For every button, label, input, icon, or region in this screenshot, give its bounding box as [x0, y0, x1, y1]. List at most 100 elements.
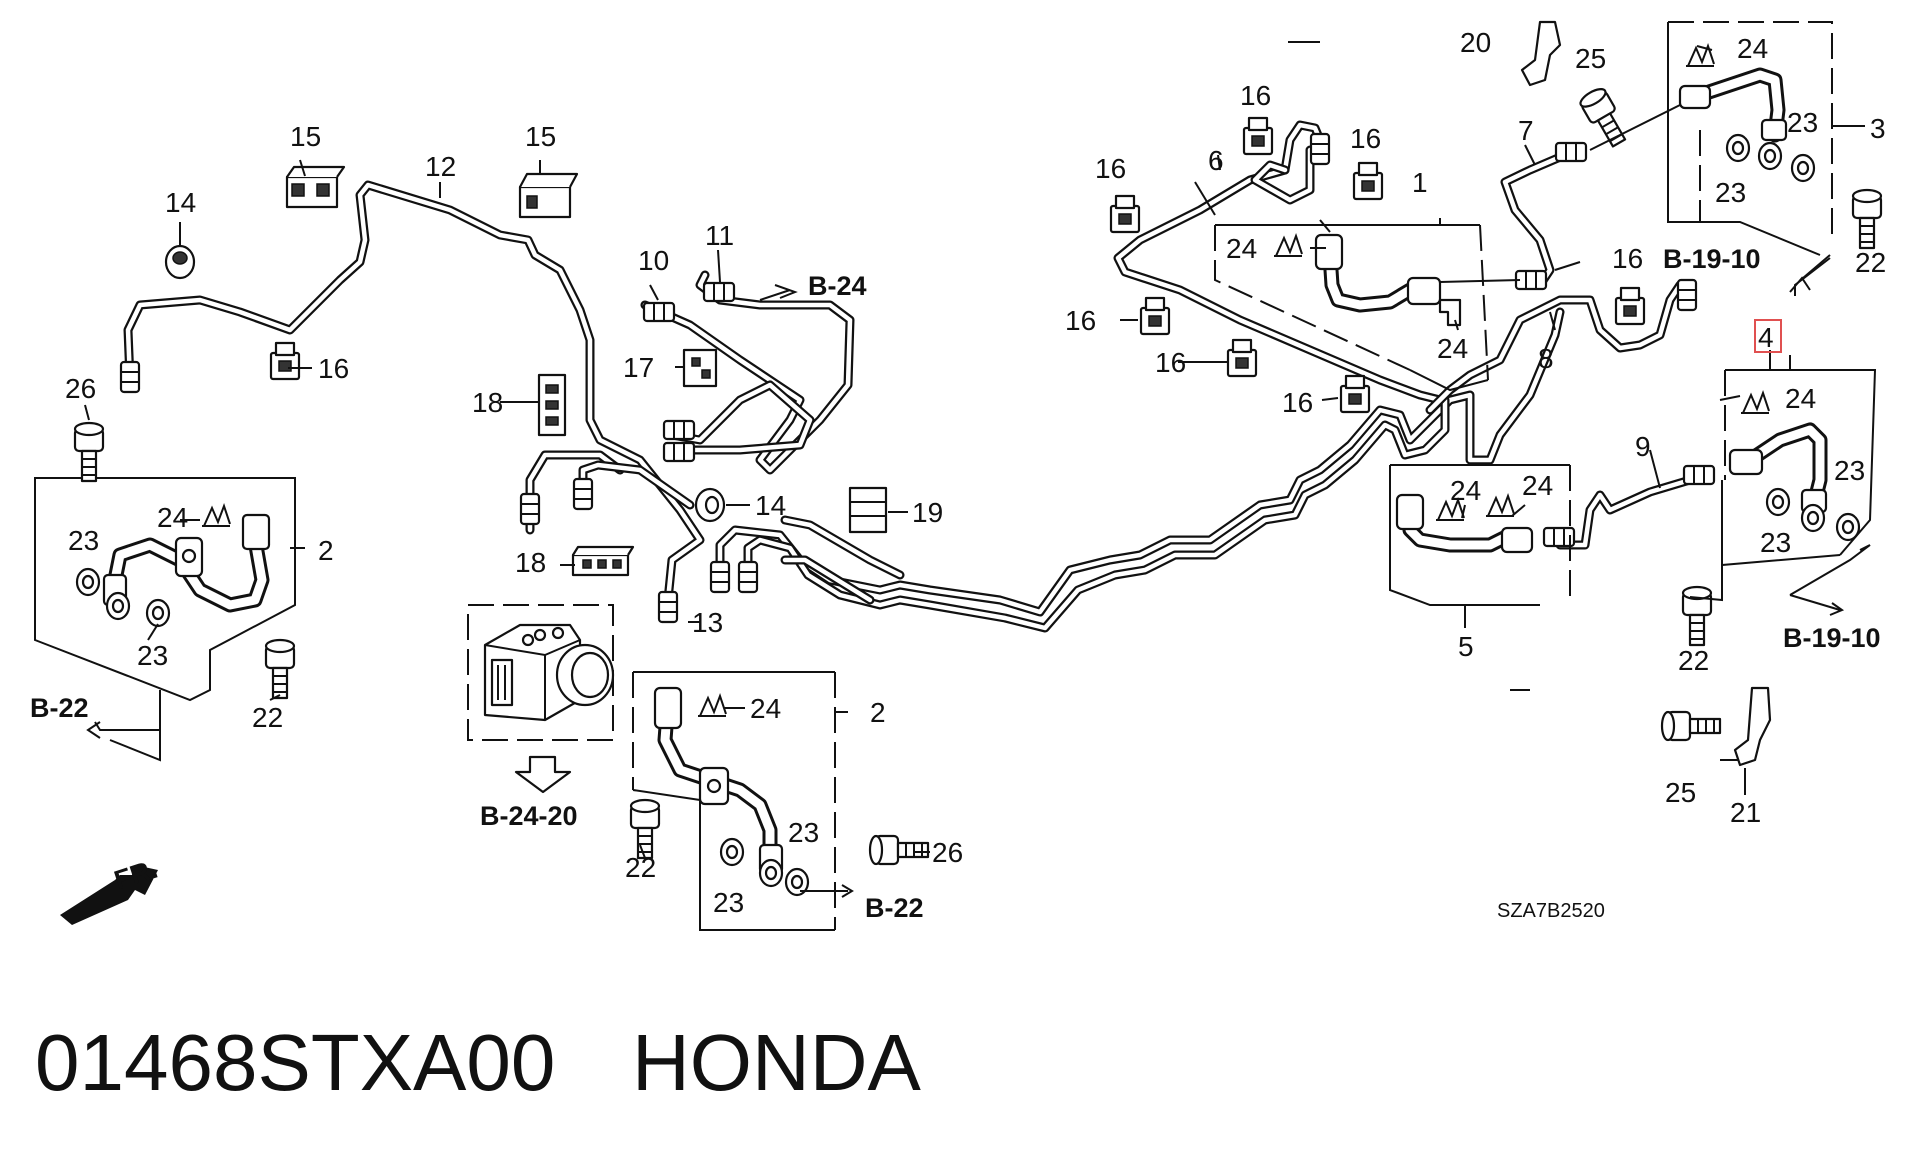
bolt-22-left: [264, 638, 296, 700]
clip-18-lower: [571, 545, 635, 577]
callout-23-center-a: 23: [713, 887, 744, 918]
part-number: 01468STXA00: [35, 1018, 555, 1107]
callout-7: 7: [1518, 115, 1534, 146]
pipe-fitting-lower-b: [737, 560, 759, 594]
brake-hose-3: [1678, 67, 1788, 171]
callout-1: 1: [1412, 167, 1428, 198]
grommet-14-top: [164, 244, 196, 280]
brand-name: HONDA: [632, 1018, 922, 1107]
bolt-25-top: [1576, 84, 1633, 152]
callout-18-lower: 18: [515, 547, 546, 578]
clip-24-center: [697, 695, 727, 717]
brake-hose-5: [1395, 493, 1534, 554]
washer-23-group-3-b: [1790, 153, 1816, 183]
callout-16-right: 16: [1612, 243, 1643, 274]
brake-hose-4: [1728, 422, 1828, 533]
callout-22-left: 22: [252, 702, 283, 733]
callout-21: 21: [1730, 797, 1761, 828]
washer-23-group-3-a: [1725, 133, 1751, 163]
callout-23-left-a: 23: [68, 525, 99, 556]
callout-24-group-5-a: 24: [1450, 475, 1481, 506]
bolt-26-center: [868, 834, 930, 866]
callout-6: 6: [1208, 145, 1224, 176]
group-box-1: [1214, 224, 1489, 392]
pipe-fitting-left: [519, 492, 541, 526]
clip-24-bracket: [1438, 298, 1462, 327]
callout-16-upper: 16: [1350, 123, 1381, 154]
callout-24-group-1-a: 24: [1226, 233, 1257, 264]
clip-24-group-4: [1740, 392, 1770, 414]
clip-17: [682, 348, 718, 388]
callout-16-top: 16: [1240, 80, 1271, 111]
bolt-26-left: [73, 421, 105, 483]
pipe-6-fitting: [1309, 132, 1331, 166]
callout-11: 11: [705, 220, 734, 251]
callout-26-center: 26: [932, 837, 963, 868]
ref-b-24: B-24: [808, 271, 867, 301]
brake-pipe-10-11: [640, 270, 855, 475]
callout-16-mid: 16: [1155, 347, 1186, 378]
ref-b-22-center: B-22: [865, 893, 924, 923]
callout-24-group-3: 24: [1737, 33, 1768, 64]
callout-22-right-top: 22: [1855, 247, 1886, 278]
callout-23-left-b: 23: [137, 640, 168, 671]
callout-4-highlight: [1754, 319, 1782, 353]
callout-22-center: 22: [625, 852, 656, 883]
callout-24-group-1-b: 24: [1437, 333, 1468, 364]
callout-12: 12: [425, 151, 456, 182]
callout-16-mid-left: 16: [1065, 305, 1096, 336]
clip-16-top: [1242, 116, 1274, 156]
callout-2-left: 2: [318, 535, 334, 566]
group-box-2-center: [632, 671, 836, 931]
ref-b-22-left: B-22: [30, 693, 89, 723]
callout-23-group-4-a: 23: [1760, 527, 1791, 558]
pipe-9-fitting-right: [1682, 464, 1716, 486]
washer-23-group-4-a: [1765, 487, 1791, 517]
callout-20: 20: [1460, 27, 1491, 58]
callout-3: 3: [1870, 113, 1886, 144]
washer-23-left-a: [75, 567, 101, 597]
callout-15-right: 15: [525, 121, 556, 152]
bolt-22-center: [629, 798, 661, 860]
brake-pipe-12: [123, 180, 705, 605]
callout-4: 4: [1758, 322, 1774, 353]
washer-23-group-4-b: [1835, 512, 1861, 542]
pipe-12-fitting: [119, 360, 141, 394]
clip-18-upper: [537, 373, 567, 437]
leader-lines: [84, 41, 1871, 898]
abs-modulator: [483, 623, 615, 722]
callout-25-top: 25: [1575, 43, 1606, 74]
brake-pipe-8: [1425, 280, 1690, 415]
pipe-fitting-mid: [572, 477, 594, 511]
diagram-code: SZA7B2520: [1497, 900, 1605, 922]
callout-16-left: 16: [318, 353, 349, 384]
clip-16-mid: [1226, 338, 1258, 378]
callout-24-center: 24: [750, 693, 781, 724]
pipe-7-fitting-bottom: [1514, 269, 1548, 291]
clip-24-group-1: [1273, 235, 1303, 257]
ref-b-19-10-top: B-19-10: [1663, 244, 1761, 274]
callout-23-group-4-b: 23: [1834, 455, 1865, 486]
clip-16-mid-left: [1139, 296, 1171, 336]
callout-18-upper: 18: [472, 387, 503, 418]
callout-14-center: 14: [755, 490, 786, 521]
pipe-fitting-center-b: [662, 441, 696, 463]
pipe-10-fitting: [642, 301, 676, 323]
reference-labels: B-24 B-19-10 B-19-10 B-22 B-22 B-24-20: [30, 244, 1881, 923]
clip-15-left: [285, 165, 346, 209]
callout-16-far-left: 16: [1095, 153, 1126, 184]
clip-16-left: [269, 341, 301, 381]
callout-23-center-b: 23: [788, 817, 819, 848]
clip-15-right: [518, 172, 579, 219]
callout-24-left: 24: [157, 502, 188, 533]
bolt-25-bottom: [1660, 710, 1722, 742]
group-box-3: [1667, 21, 1833, 256]
callout-22-right-bottom: 22: [1678, 645, 1709, 676]
bracket-21: [1733, 686, 1772, 767]
callout-14-top: 14: [165, 187, 196, 218]
pipe-13-fitting: [657, 590, 679, 624]
callout-23-group-3-a: 23: [1715, 177, 1746, 208]
front-direction-arrow: [60, 865, 158, 925]
ref-b-19-10-bottom: B-19-10: [1783, 623, 1881, 653]
